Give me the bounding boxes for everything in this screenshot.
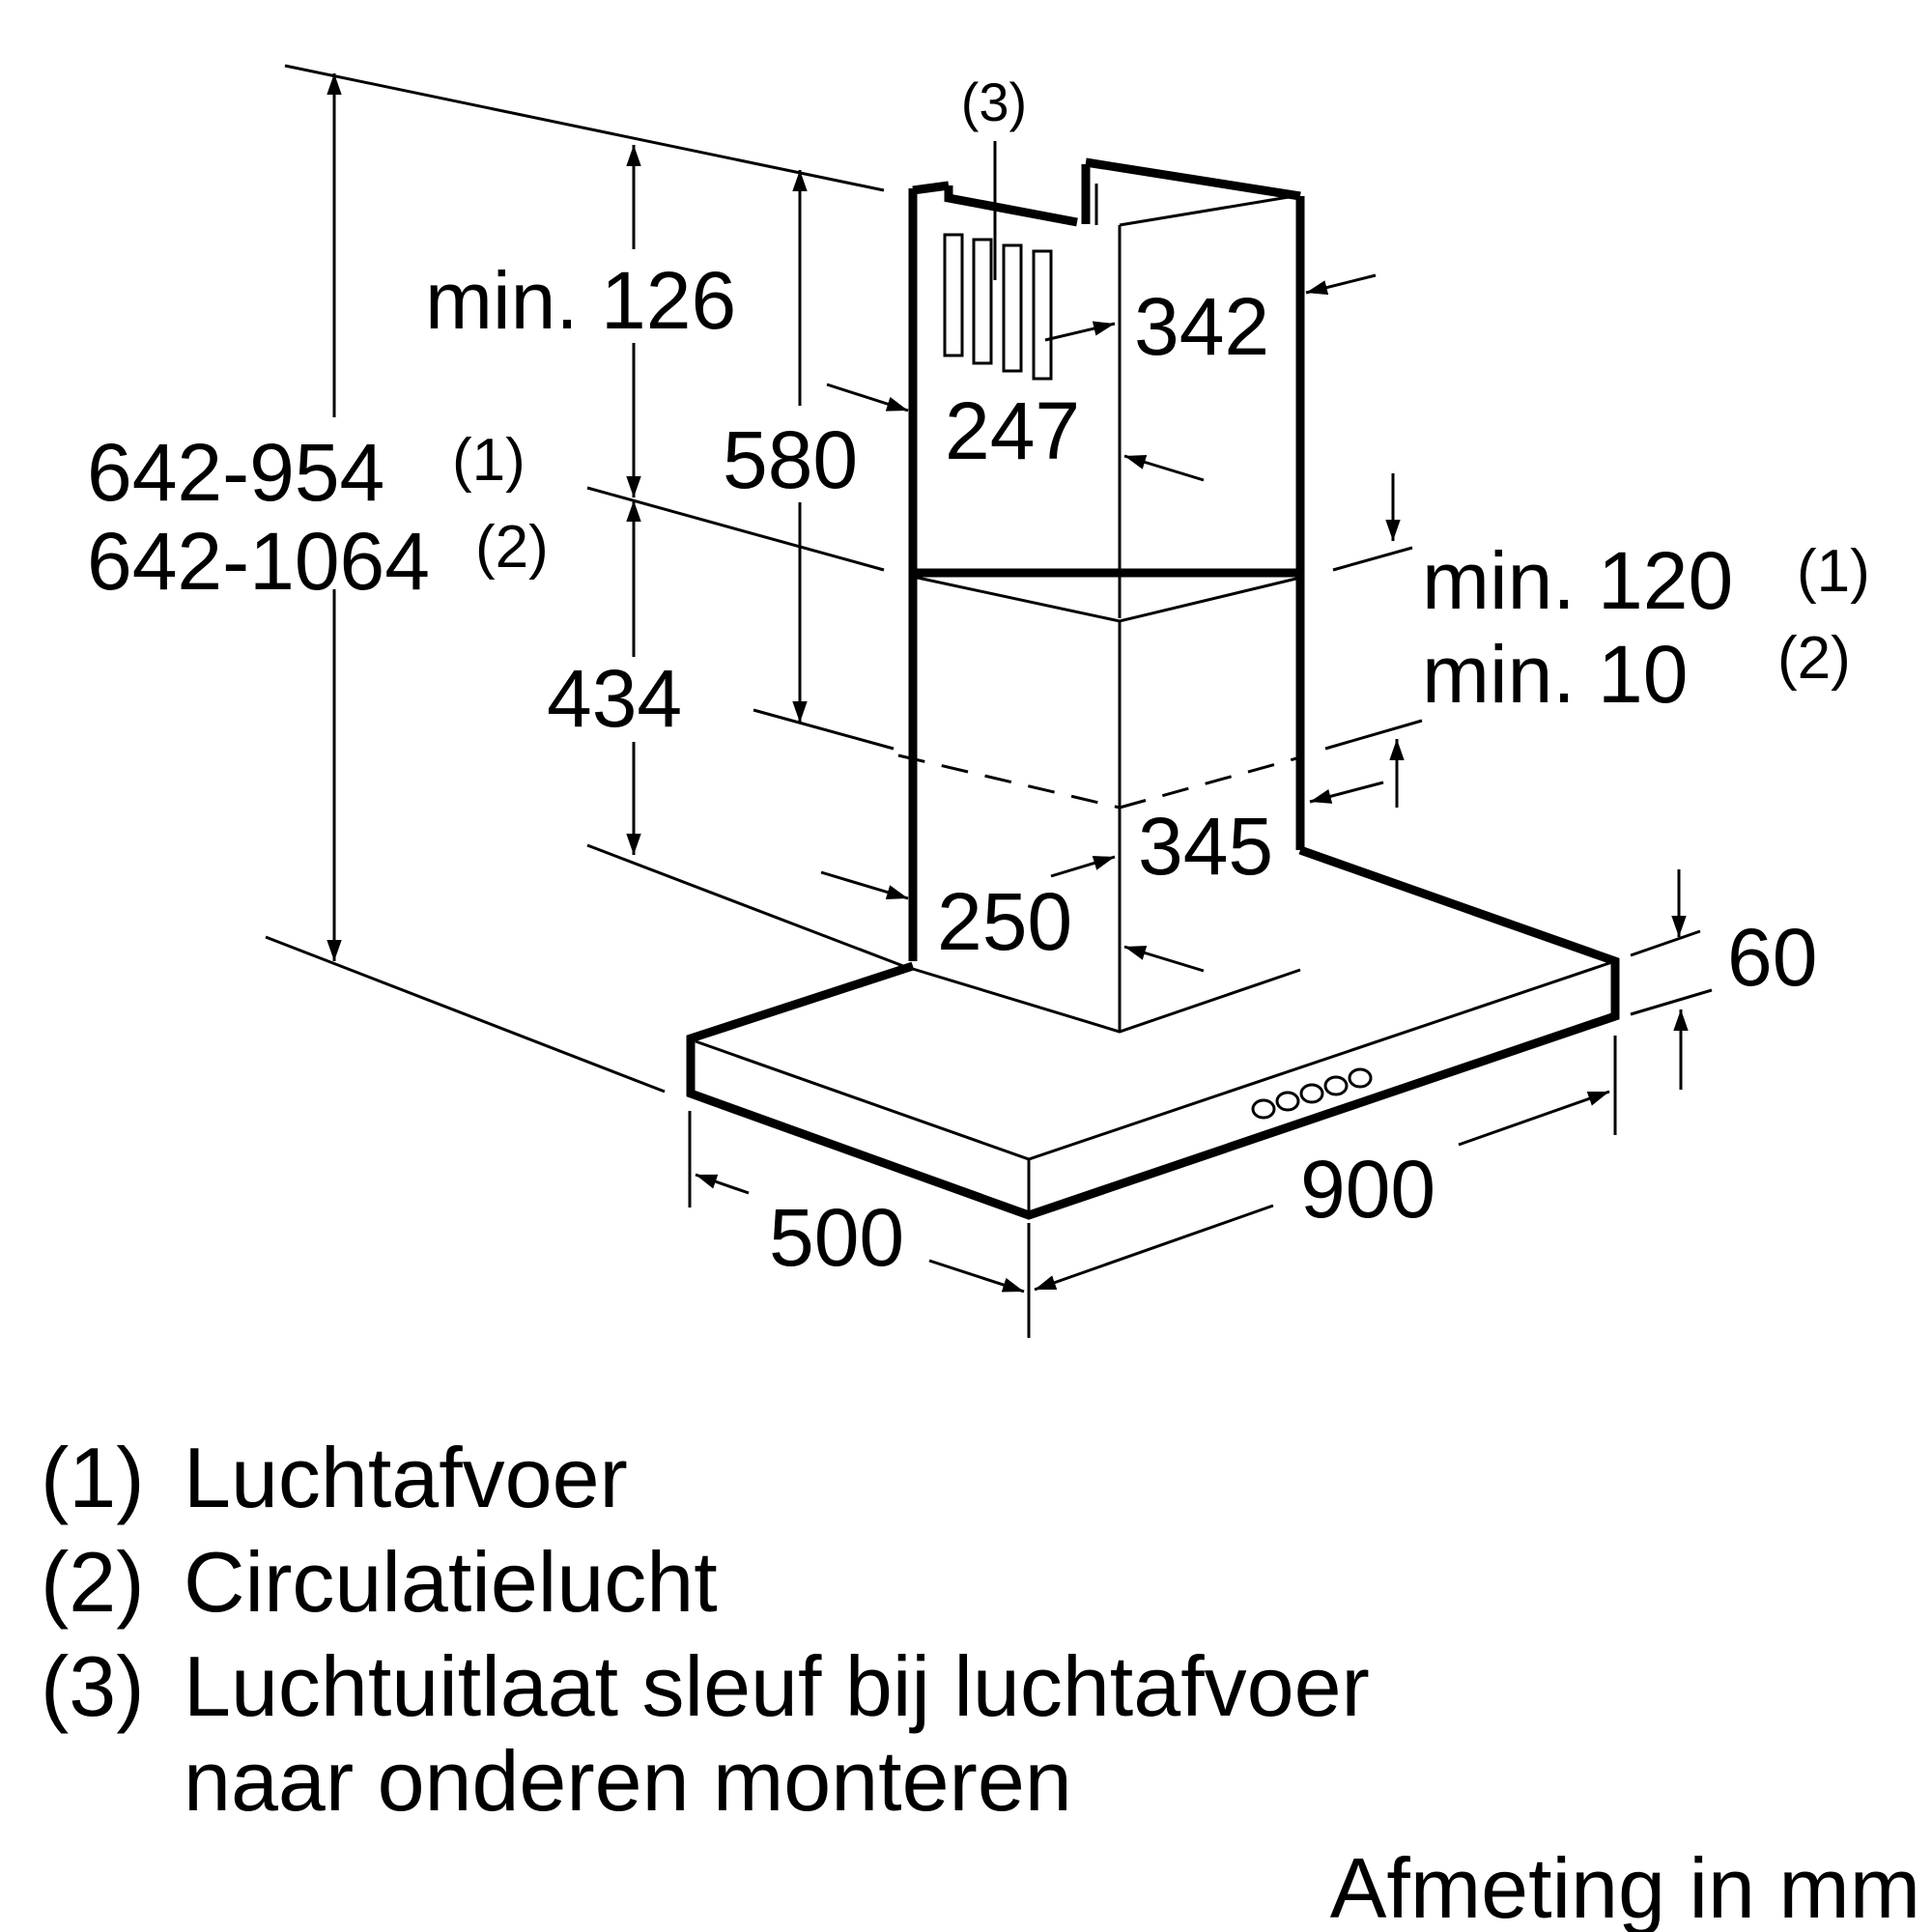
dim-250: 250 xyxy=(937,876,1072,967)
extension-lines xyxy=(265,64,1713,1338)
air-outlet-slots xyxy=(943,233,1053,381)
dimension-arrows xyxy=(327,73,1689,1293)
dim-342: 342 xyxy=(1134,281,1269,372)
dim-247: 247 xyxy=(945,385,1080,476)
hood-body xyxy=(686,157,1620,1220)
legend-text-3-continued: naar onderen monteren xyxy=(184,1733,1072,1829)
dim-min-120-note: (1) xyxy=(1797,538,1870,605)
legend-marker-2: (2) xyxy=(41,1534,145,1630)
dim-500: 500 xyxy=(769,1192,904,1283)
dim-total-range-1-note: (1) xyxy=(452,427,526,494)
dim-434: 434 xyxy=(547,653,682,744)
dim-345: 345 xyxy=(1138,801,1273,892)
dim-min-10: min. 10 xyxy=(1422,629,1688,720)
dim-total-range-2-note: (2) xyxy=(475,514,549,581)
legend-text-1: Luchtafvoer xyxy=(184,1430,628,1525)
dimension-labels: (3) min. 126 580 342 247 642-954 (1) 642… xyxy=(87,71,1870,1283)
dim-min-10-note: (2) xyxy=(1777,625,1851,692)
dim-580: 580 xyxy=(723,414,858,505)
dim-total-range-2: 642-1064 xyxy=(87,516,430,607)
legend-text-3: Luchtuitlaat sleuf bij luchtafvoer xyxy=(184,1638,1370,1734)
legend-text-2: Circulatielucht xyxy=(184,1534,718,1630)
legend-marker-3: (3) xyxy=(41,1638,145,1734)
slot-reference-marker: (3) xyxy=(961,71,1027,132)
dim-min-126: min. 126 xyxy=(425,255,736,346)
dim-900: 900 xyxy=(1300,1144,1435,1235)
dim-min-120: min. 120 xyxy=(1422,535,1733,626)
legend: (1) Luchtafvoer (2) Circulatielucht (3) … xyxy=(41,1430,1920,1932)
dim-60: 60 xyxy=(1727,912,1817,1003)
dim-total-range-1: 642-954 xyxy=(87,427,384,518)
control-buttons xyxy=(1251,1067,1373,1120)
legend-marker-1: (1) xyxy=(41,1430,145,1525)
unit-note: Afmeting in mm xyxy=(1330,1840,1920,1932)
